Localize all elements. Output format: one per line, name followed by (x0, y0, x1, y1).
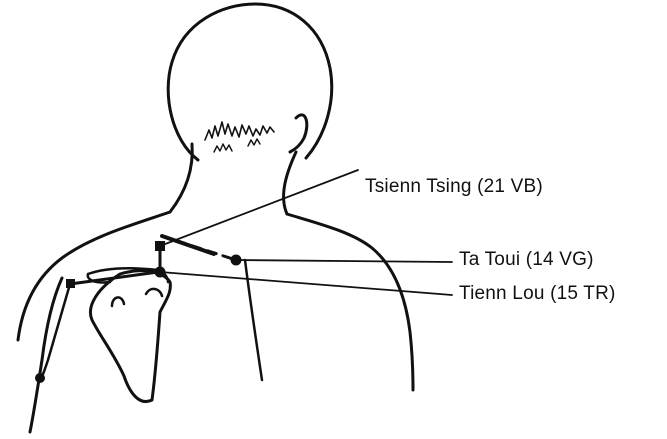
label-tienn-lou: Tienn Lou (15 TR) (459, 283, 616, 305)
point-tsienn-tsing-marker (155, 241, 165, 251)
point-arm-marker (66, 279, 75, 288)
hairline-shade (214, 139, 260, 152)
scapula-notch-right (146, 289, 162, 296)
meridian-bar (162, 236, 214, 254)
point-lower-arm-marker (35, 373, 45, 383)
point-ta-toui-marker (231, 255, 242, 266)
neck-left (170, 144, 192, 212)
hairline-texture (205, 122, 274, 140)
neck-right (284, 152, 296, 214)
ear-outline (290, 115, 307, 152)
meridian-arm (70, 272, 158, 284)
label-tsienn-tsing: Tsienn Tsing (21 VB) (365, 176, 543, 198)
arm-outline (30, 278, 62, 432)
point-tienn-lou-marker (155, 267, 166, 278)
label-ta-toui: Ta Toui (14 VG) (459, 249, 594, 271)
leader-tsienn-tsing (160, 170, 358, 246)
leader-tienn-lou (160, 272, 452, 295)
head-outline (168, 4, 332, 160)
leader-ta-toui (236, 260, 452, 262)
right-shoulder (287, 214, 413, 390)
scapula-notch-left (112, 297, 124, 306)
